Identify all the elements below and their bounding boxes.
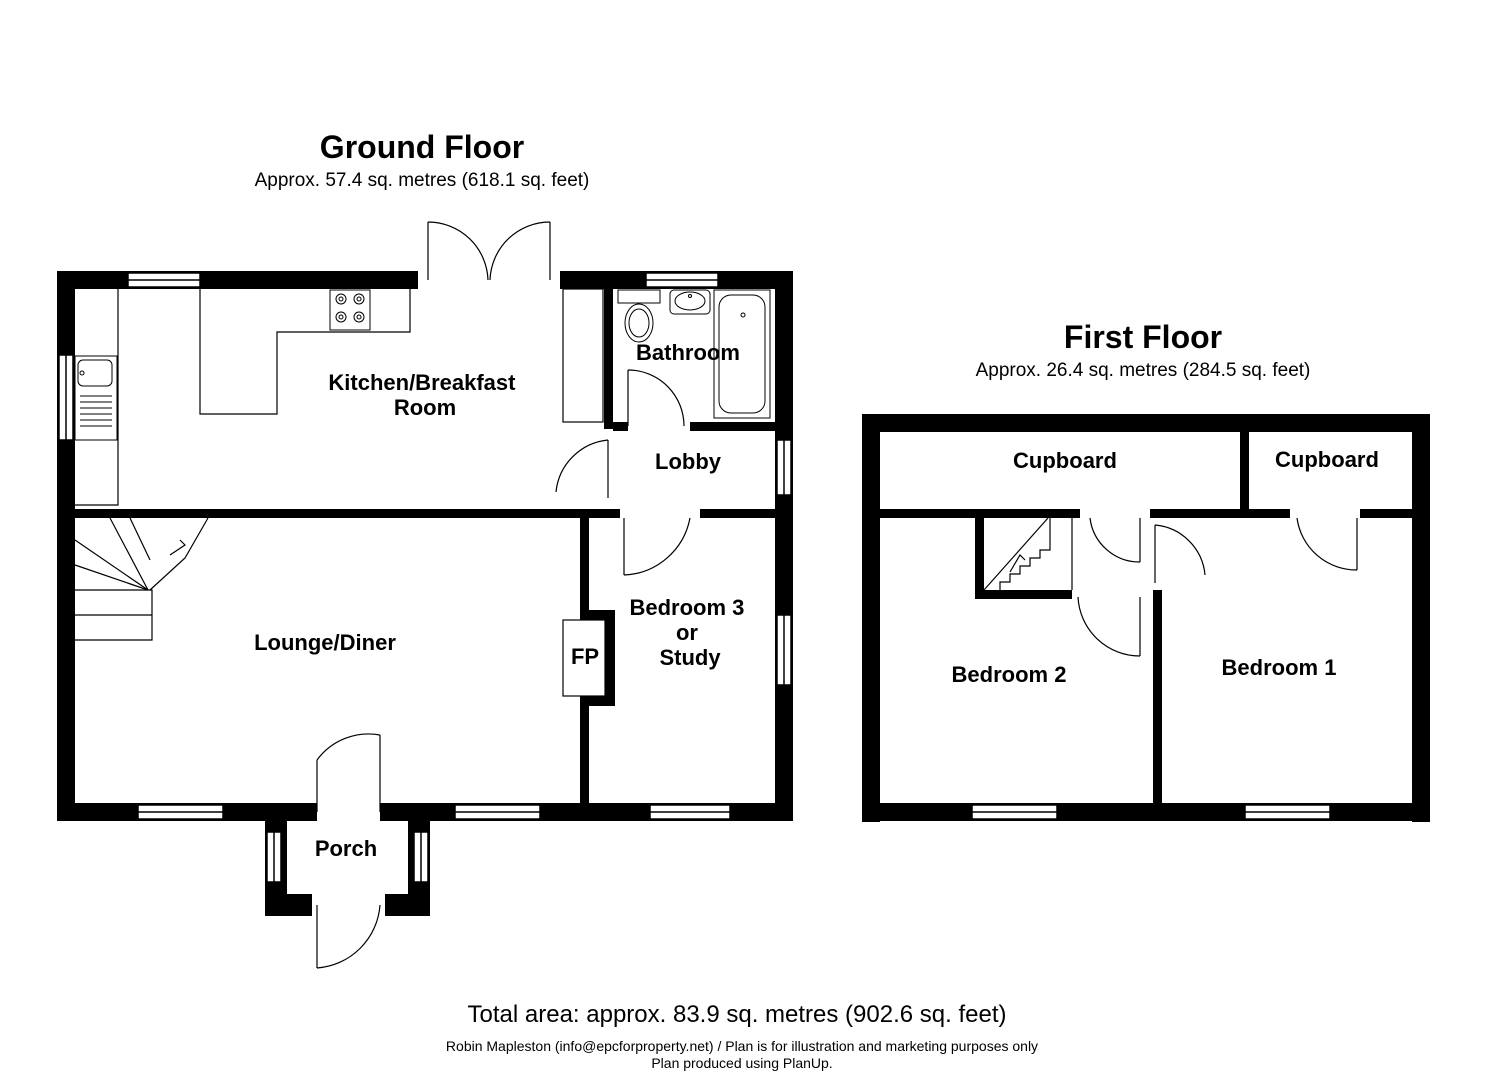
toilet-icon — [617, 289, 661, 343]
ground-floor-stairs — [74, 517, 209, 641]
first-floor-area: Approx. 26.4 sq. metres (284.5 sq. feet) — [976, 360, 1311, 381]
kitchen-label-line1: Kitchen/Breakfast — [328, 370, 516, 395]
bedroom3-label-line2: or — [676, 620, 698, 645]
ground-floor-windows — [58, 272, 792, 883]
porch-label: Porch — [315, 836, 377, 861]
bathroom-label: Bathroom — [636, 340, 740, 365]
bedroom3-label-line1: Bedroom 3 — [629, 595, 744, 620]
bedroom1-label: Bedroom 1 — [1222, 655, 1337, 680]
basin-icon — [669, 289, 711, 315]
credit-line-2: Plan produced using PlanUp. — [651, 1055, 832, 1071]
lobby-label: Lobby — [655, 449, 722, 474]
bath-icon — [713, 289, 771, 419]
bedroom3-label: Bedroom 3 or Study — [629, 595, 750, 670]
hob-icon — [329, 289, 371, 331]
cupboard-left-label: Cupboard — [1013, 448, 1117, 473]
ground-floor-title: Ground Floor — [320, 129, 524, 165]
kitchen-label-line2: Room — [394, 395, 456, 420]
first-floor-doors — [1077, 517, 1358, 657]
credit-line-1: Robin Mapleston (info@epcforproperty.net… — [446, 1038, 1038, 1054]
bedroom2-label: Bedroom 2 — [952, 662, 1067, 687]
first-floor-windows — [971, 804, 1331, 820]
fireplace — [562, 619, 606, 697]
ground-floor-doors — [316, 221, 691, 969]
ground-floor-area: Approx. 57.4 sq. metres (618.1 sq. feet) — [255, 170, 590, 191]
kitchen-label: Kitchen/Breakfast Room — [328, 370, 521, 420]
fireplace-label: FP — [571, 644, 599, 669]
cupboard-right-label: Cupboard — [1275, 447, 1379, 472]
first-floor-walls — [862, 414, 1430, 822]
first-floor-stairs — [983, 517, 1073, 591]
total-area: Total area: approx. 83.9 sq. metres (902… — [468, 1001, 1007, 1028]
lounge-label: Lounge/Diner — [254, 630, 396, 655]
sink-icon — [74, 355, 118, 441]
first-floor-title: First Floor — [1064, 319, 1222, 355]
kitchen-units — [75, 288, 604, 506]
bedroom3-label-line3: Study — [659, 645, 721, 670]
